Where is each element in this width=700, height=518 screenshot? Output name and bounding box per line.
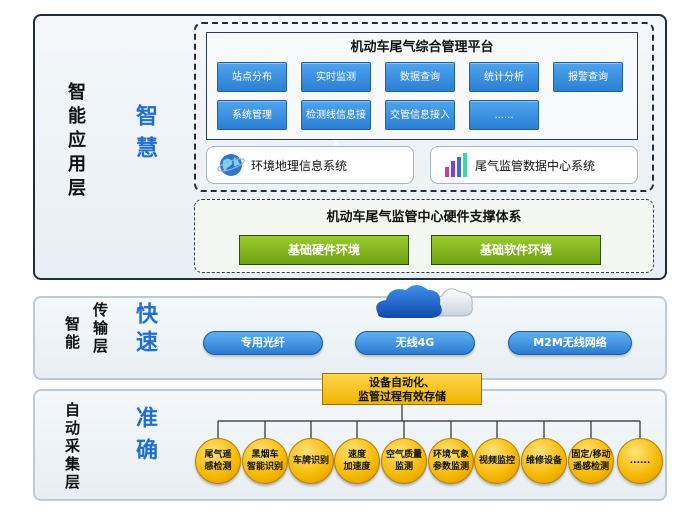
basic-hardware-button[interactable]: 基础硬件环境 [239,235,409,265]
device-air-quality[interactable]: 空气质量监测 [381,438,427,484]
device-remote-sensing[interactable]: 尾气遥感检测 [195,438,241,484]
application-layer-tag: 智慧 [132,104,157,168]
device-speed[interactable]: 速度加速度 [334,438,380,484]
channel-fiber[interactable]: 专用光纤 [203,331,323,355]
channel-m2m[interactable]: M2M无线网络 [508,331,632,355]
device-more[interactable]: ...... [617,438,663,484]
application-layer-label: 智能应用层 [65,82,86,202]
module-more[interactable]: ...... [469,100,539,130]
gis-system-box[interactable]: 环境地理信息系统 [206,146,414,184]
module-line-info-access[interactable]: 检测线信息接入 [301,100,371,151]
platform-frame [194,22,654,192]
transport-layer-label-a: 智能 [63,316,81,352]
device-plate-recognition[interactable]: 车牌识别 [288,438,334,484]
hub-line-1: 设备自动化、 [369,376,435,389]
device-fixed-mobile[interactable]: 固定/移动遥感检测 [568,438,614,484]
channel-4g[interactable]: 无线4G [355,331,475,355]
globe-icon [217,154,245,176]
automation-storage-hub: 设备自动化、 监管过程有效存储 [322,373,482,405]
module-data-query[interactable]: 数据查询 [385,62,455,92]
module-realtime-monitor[interactable]: 实时监测 [301,62,371,92]
gis-system-label: 环境地理信息系统 [251,158,348,173]
module-traffic-info-access[interactable]: 交管信息接入 [385,100,455,130]
collection-layer-tag: 准确 [132,406,157,470]
hardware-title: 机动车尾气监管中心硬件支撑体系 [326,210,522,225]
module-statistics[interactable]: 统计分析 [469,62,539,92]
module-alarm-query[interactable]: 报警查询 [553,62,623,92]
cloud-icon [376,285,473,318]
platform-title: 机动车尾气综合管理平台 [350,40,494,55]
collection-layer-label: 自动采集层 [63,402,81,492]
device-video[interactable]: 视频监控 [474,438,520,484]
hub-line-2: 监管过程有效存储 [358,390,446,403]
device-maintenance[interactable]: 维修设备 [521,438,567,484]
module-site-distribution[interactable]: 站点分布 [217,62,287,92]
transport-layer-label-b: 传输层 [91,302,109,356]
data-center-system-box[interactable]: 尾气监管数据中心系统 [430,146,638,184]
transport-layer-tag: 快速 [132,302,157,358]
basic-software-button[interactable]: 基础软件环境 [431,235,601,265]
device-black-smoke[interactable]: 黑烟车智能识别 [242,438,288,484]
data-center-system-label: 尾气监管数据中心系统 [475,158,596,173]
bar-chart-icon [445,153,467,177]
device-weather[interactable]: 环境气象参数监测 [428,438,474,484]
module-system-management[interactable]: 系统管理 [217,100,287,130]
